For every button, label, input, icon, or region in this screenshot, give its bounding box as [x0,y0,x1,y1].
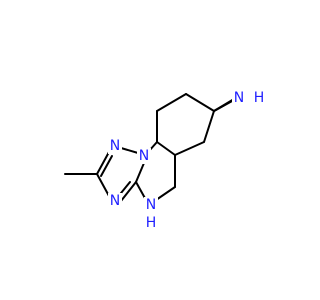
bond-nh-ch2 [155,186,176,201]
atom-h-amine-ring: H [146,215,157,231]
atom-n-triazole-top: N [110,138,120,154]
bond-ch-ch2-right [174,141,205,156]
bond-n-n-bridge [120,147,139,154]
bond-to-n-pip [213,98,235,112]
bond-c2-n-bottom [96,173,110,197]
atom-n-piperidine: N [234,90,244,106]
bond-n-bottom-c8a [120,181,137,202]
bond-c2-n-top [96,151,110,175]
bond-ch2-ch2-right [185,93,215,112]
bond-ch2-right-up [203,110,215,143]
bond-n-bridge-c8a [135,162,145,183]
atom-n-amine-ring: N [146,197,156,213]
atom-labels: N N N N H N H [108,90,266,231]
molecule-structure: N N N N H N H [64,90,266,231]
atom-h-piperidine: H [254,90,265,106]
atom-n-triazole-bottom: N [110,193,120,209]
bond-ch-ch-top [156,141,176,156]
bond-ch2-ch2-top [156,93,187,112]
atom-n-bridge: N [139,148,149,164]
bond-c2-n-top-double [100,155,113,177]
bond-lines [64,93,235,202]
